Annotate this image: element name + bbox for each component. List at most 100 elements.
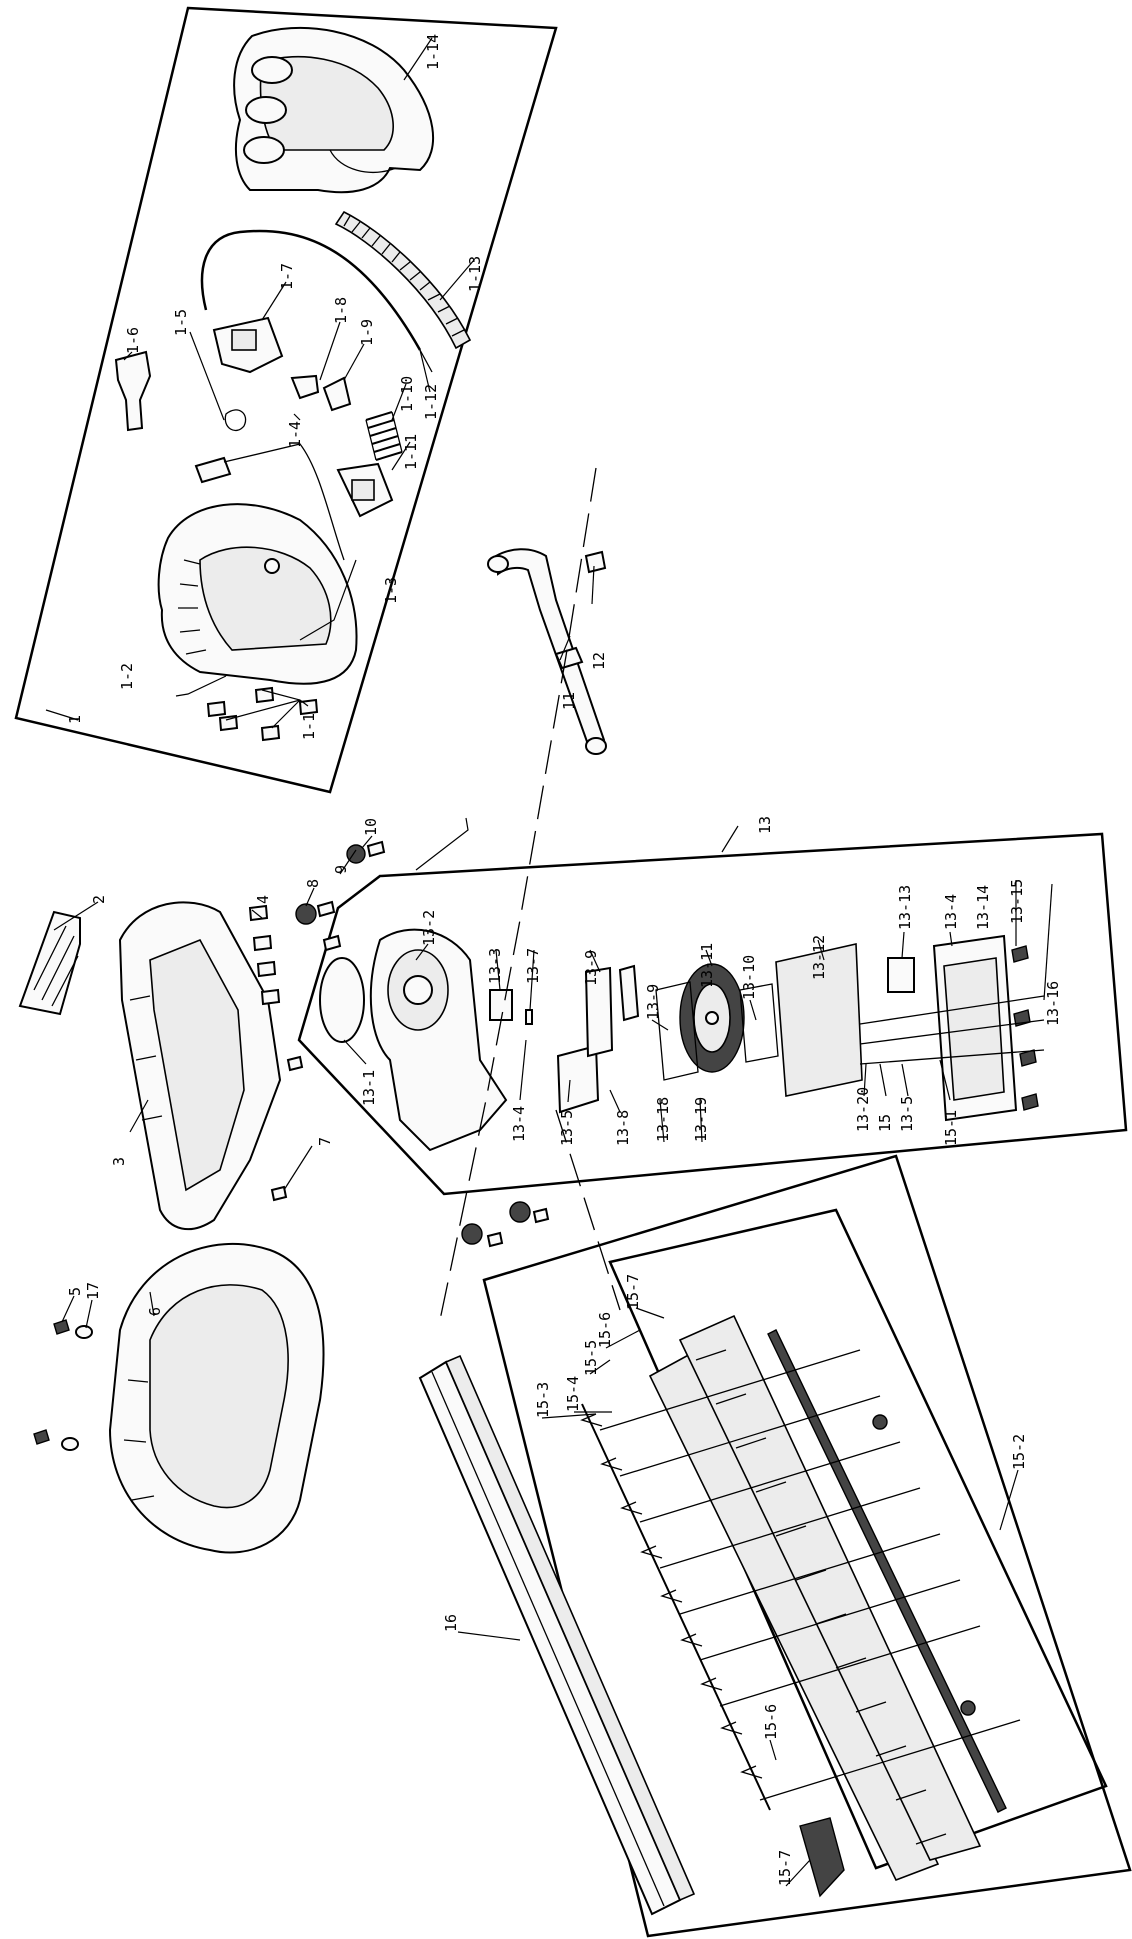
callout-15-3: 15-5 xyxy=(582,1340,600,1376)
callout-5: 5 xyxy=(66,1287,84,1296)
bearing-ring-13-1 xyxy=(319,957,365,1043)
callout-1: 1 xyxy=(66,715,84,724)
callout-labels: 1 1-1 1-2 1-3 1-4 1-5 1-6 1-7 1-8 1-9 1-… xyxy=(66,34,1062,1886)
gear-internal-parts xyxy=(489,964,640,1114)
lock-button xyxy=(336,462,394,518)
spacer-13-12 xyxy=(887,957,915,993)
blade-guard-2 xyxy=(18,910,81,1016)
gear-housing-13-2 xyxy=(369,928,508,1152)
upper-blade-teeth-15-3 xyxy=(580,1403,771,1811)
callout-13-20: 15-1 xyxy=(942,1110,960,1146)
handle-screw-12 xyxy=(584,550,607,574)
housing-screws-1-1 xyxy=(218,686,319,742)
spare-screw-washer xyxy=(33,1429,79,1451)
trigger-switch xyxy=(212,316,284,374)
callout-13-2: 13-2 xyxy=(420,910,438,946)
callout-13-14: 13-15 xyxy=(1008,879,1026,924)
callout-1-9: 1-9 xyxy=(358,319,376,346)
callout-13-12: 13-13 xyxy=(896,885,914,930)
trigger-lever xyxy=(114,350,152,432)
callout-3: 3 xyxy=(110,1157,128,1166)
assembly-13-frame xyxy=(297,832,1128,1196)
callout-13-7: 13-8 xyxy=(614,1110,632,1146)
callout-13: 13 xyxy=(756,816,774,834)
front-handle-tube xyxy=(487,548,607,755)
screw-5 xyxy=(53,1319,70,1335)
callout-15-6: 15-6 xyxy=(762,1704,780,1740)
blade-tip-15-7 xyxy=(799,1817,845,1898)
callout-1-3: 1-3 xyxy=(382,577,400,604)
callout-15-5: 15-7 xyxy=(624,1274,642,1310)
leader-lines xyxy=(45,37,1053,1887)
terminal-connector xyxy=(194,443,345,561)
blade-guard-bar-16 xyxy=(418,1354,696,1916)
callout-13-16: 13-18 xyxy=(654,1097,672,1142)
callout-13-1: 13-1 xyxy=(360,1070,378,1106)
callout-13-15: 13-16 xyxy=(1044,981,1062,1026)
callout-4: 4 xyxy=(254,895,272,904)
blade-bolts xyxy=(599,1349,1021,1801)
callout-1-7: 1-7 xyxy=(278,263,296,290)
callout-15-4: 15-6 xyxy=(596,1312,614,1348)
callout-9: 9 xyxy=(332,865,350,874)
blade-assembly-15 xyxy=(648,1314,1007,1882)
callout-13-13: 13-14 xyxy=(974,885,992,930)
gear-base-plate-13-4 xyxy=(932,934,1018,1122)
nut-7 xyxy=(270,1055,304,1202)
assembly-1-frame xyxy=(14,6,558,794)
callout-2: 2 xyxy=(90,895,108,904)
compression-spring xyxy=(365,411,403,461)
callout-13-9-left: 13-9 xyxy=(644,984,662,1020)
springs-8-9-10 xyxy=(295,840,386,952)
callout-12: 12 xyxy=(590,652,608,670)
callout-13-3: 13-3 xyxy=(486,948,504,984)
callout-17: 17 xyxy=(84,1282,102,1300)
callout-1-12: 1-12 xyxy=(422,384,440,420)
callout-10: 10 xyxy=(362,818,380,836)
callout-1-2: 1-2 xyxy=(118,663,136,690)
gear-pins xyxy=(859,995,1045,1065)
callout-8: 8 xyxy=(304,879,322,888)
callout-1-14: 1-14 xyxy=(424,34,442,70)
callout-13-9-right: 13-10 xyxy=(740,955,758,1000)
callout-1-11: 1-11 xyxy=(402,434,420,470)
callout-13-17: 13-19 xyxy=(692,1097,710,1142)
callout-13-8: 13-9 xyxy=(582,950,600,986)
callout-13-6: 13-7 xyxy=(524,948,542,984)
callout-13-4-upper: 13-4 xyxy=(942,894,960,930)
gasket-13-9 xyxy=(655,981,779,1081)
callout-15-7: 15-7 xyxy=(776,1850,794,1886)
callout-11: 11 xyxy=(560,692,578,710)
callout-13-5-lower: 13-5 xyxy=(558,1110,576,1146)
callout-1-6: 1-6 xyxy=(124,327,142,354)
gear-screws-13-14 xyxy=(1011,945,1039,1111)
assembly-axis-line xyxy=(439,467,621,1321)
washer-17 xyxy=(75,1325,93,1339)
callout-1-13: 1-13 xyxy=(466,256,484,292)
rear-handle-base-housing xyxy=(157,503,358,685)
callout-6: 6 xyxy=(146,1307,164,1316)
callout-1-4: 1-4 xyxy=(286,421,304,448)
callout-13-4-lower: 13-4 xyxy=(510,1106,528,1142)
callout-15-1: 15-3 xyxy=(534,1382,552,1418)
front-handle-bail-6 xyxy=(108,1242,325,1554)
rear-handle-top-cover xyxy=(233,26,435,194)
callout-1-8: 1-8 xyxy=(332,297,350,324)
power-cable xyxy=(200,229,433,373)
callout-16: 16 xyxy=(442,1614,460,1632)
springs-below-gear xyxy=(461,1201,550,1248)
callout-7: 7 xyxy=(316,1137,334,1146)
callout-1-1: 1-1 xyxy=(300,713,318,740)
screw-1-2 xyxy=(206,700,227,718)
callout-15: 15-2 xyxy=(1010,1434,1028,1470)
callout-13-19: 15 xyxy=(876,1114,894,1132)
housing-screws-4 xyxy=(248,904,281,1006)
callout-13-11: 13-12 xyxy=(810,935,828,980)
spring-clip xyxy=(224,409,247,431)
callout-13-18: 13-20 xyxy=(854,1087,872,1132)
coiled-cable-sleeve xyxy=(334,210,472,350)
callout-13-5-upper: 13-5 xyxy=(898,1096,916,1132)
assembly-15-inner-frame xyxy=(608,1208,1108,1870)
callout-1-10: 1-10 xyxy=(398,376,416,412)
